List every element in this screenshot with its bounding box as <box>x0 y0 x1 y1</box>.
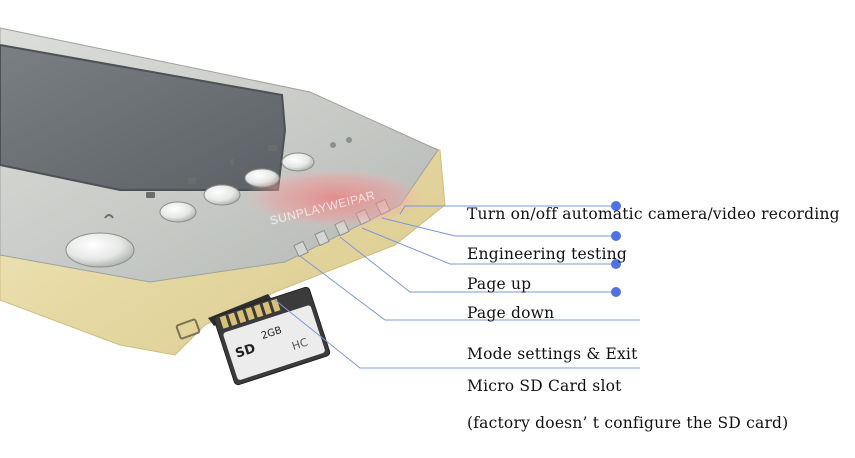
label-sd-note: (factory doesn’ t configure the SD card) <box>467 414 789 432</box>
mute-icon <box>230 158 234 166</box>
label-page-up: Page up <box>467 275 532 293</box>
camera-button[interactable] <box>281 152 315 172</box>
leader-line-engineering <box>381 217 616 237</box>
callout-dot-page-down <box>611 287 621 297</box>
sd-logo-text: HC <box>290 336 309 353</box>
unlock-icon <box>146 192 155 198</box>
label-mode: Mode settings & Exit <box>467 345 638 363</box>
label-sd-slot: Micro SD Card slot <box>467 377 622 395</box>
callout-dot-engineering <box>611 231 621 241</box>
unlock-button[interactable] <box>159 201 197 223</box>
intercom-icon <box>104 214 114 219</box>
leader-line-sd <box>274 299 640 369</box>
front-buttons <box>65 137 352 268</box>
leader-lines <box>274 205 640 369</box>
mode-exit-button[interactable] <box>293 240 309 258</box>
watermark-glow <box>243 168 427 228</box>
monitor-button[interactable] <box>203 184 241 206</box>
talk-button[interactable] <box>65 232 135 268</box>
indicator-led <box>330 142 336 148</box>
label-page-down: Page down <box>467 304 555 322</box>
label-record: Turn on/off automatic camera/video recor… <box>467 205 840 223</box>
indicator-led <box>346 137 352 143</box>
usb-port <box>175 318 201 340</box>
leader-line-record <box>399 205 616 215</box>
page-down-button[interactable] <box>314 229 330 247</box>
camera-icon <box>268 145 277 151</box>
label-engineering: Engineering testing <box>467 245 627 263</box>
leader-line-page-down <box>339 236 616 293</box>
monitor-icon <box>188 177 196 184</box>
sd-card: SD 2GB HC <box>213 286 331 386</box>
callout-dot-page-up <box>611 259 621 269</box>
sd-brand-text: SD <box>234 341 258 362</box>
callout-dot-record <box>611 201 621 211</box>
leader-line-page-up <box>361 227 616 265</box>
leader-line-mode <box>299 255 640 321</box>
callout-dots <box>611 201 621 297</box>
